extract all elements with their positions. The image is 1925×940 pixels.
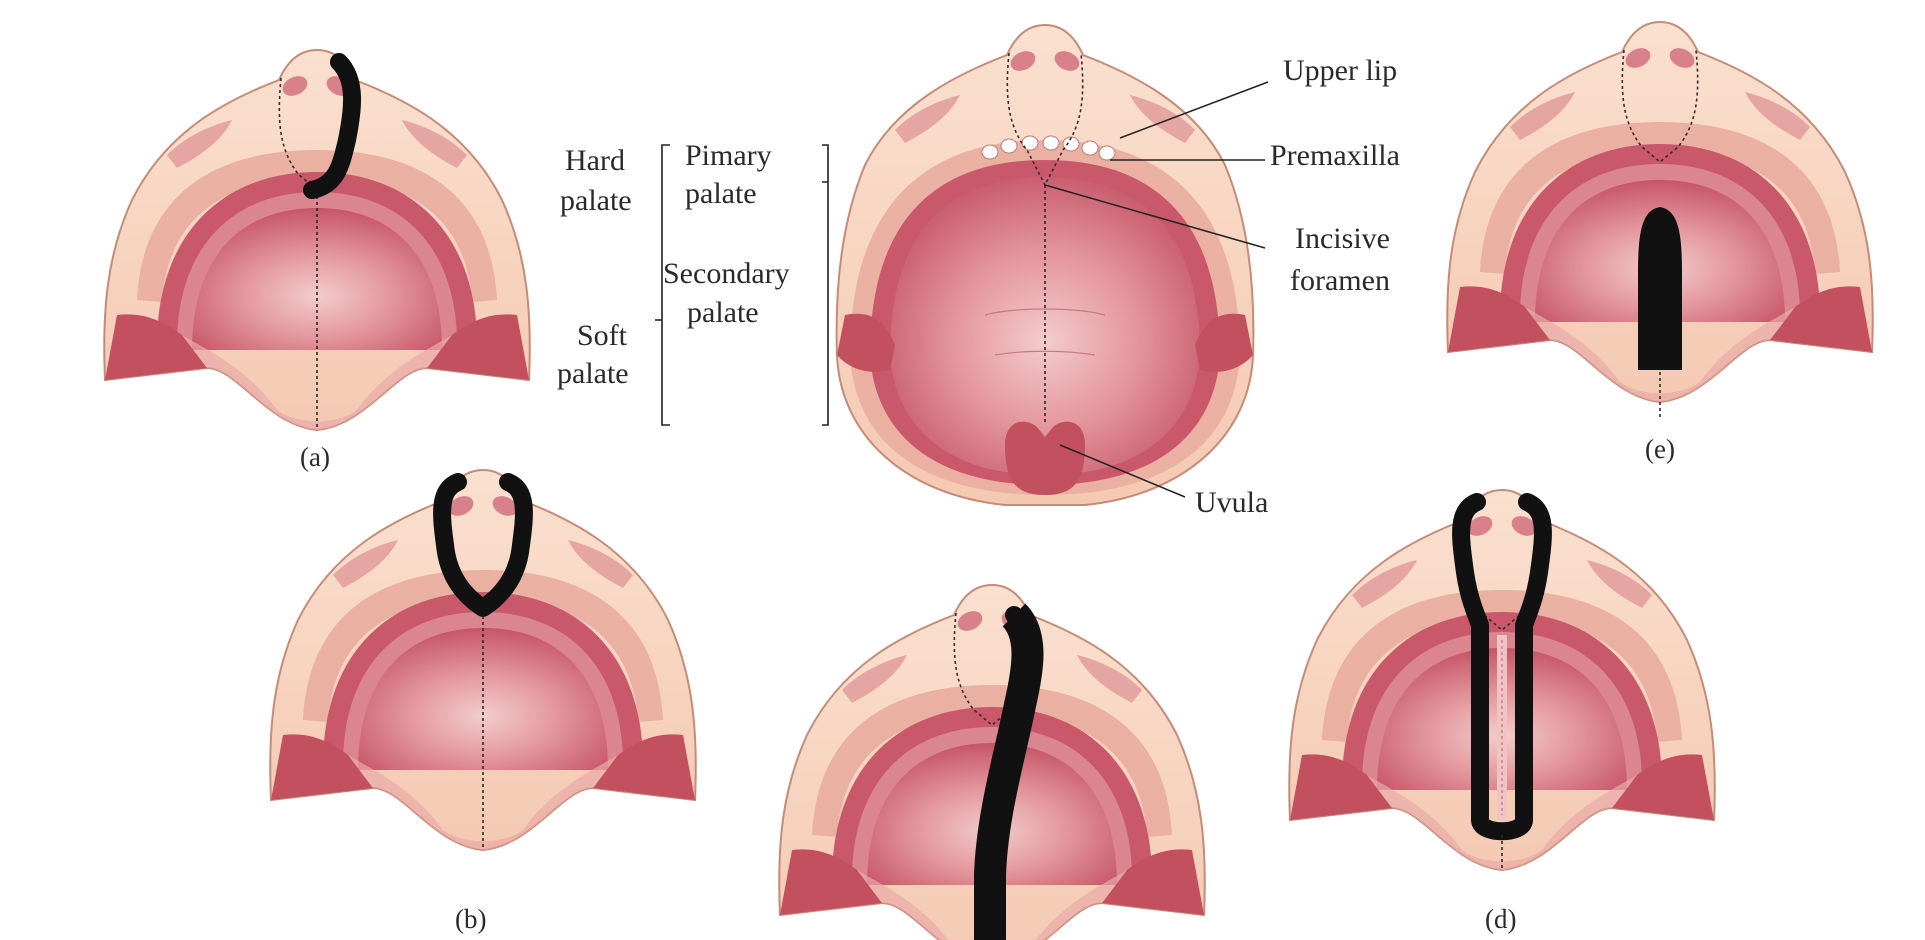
panel-b xyxy=(270,470,696,850)
label-incisive-foramen-1: Incisive xyxy=(1295,222,1390,255)
label-upper-lip: Upper lip xyxy=(1283,54,1397,87)
cleft-mark xyxy=(1638,207,1682,370)
panel-e xyxy=(1447,22,1873,417)
caption-d: (d) xyxy=(1485,904,1516,934)
label-secondary-palate-2: palate xyxy=(687,296,759,329)
label-hard-palate-2: palate xyxy=(560,184,632,217)
label-soft-palate-2: palate xyxy=(557,357,629,390)
caption-a: (a) xyxy=(300,442,330,472)
label-hard-palate-1: Hard xyxy=(565,144,625,177)
panel-a xyxy=(104,50,530,430)
label-uvula: Uvula xyxy=(1195,486,1268,519)
label-incisive-foramen-2: foramen xyxy=(1290,264,1390,297)
panel-c xyxy=(779,585,1205,940)
label-soft-palate-1: Soft xyxy=(577,319,628,352)
caption-b: (b) xyxy=(455,904,486,934)
label-primary-palate-1: Pimary xyxy=(685,139,772,172)
label-primary-palate-2: palate xyxy=(685,177,757,210)
caption-e: (e) xyxy=(1645,434,1675,464)
reference-panel xyxy=(837,25,1254,505)
label-premaxilla: Premaxilla xyxy=(1270,139,1400,172)
label-secondary-palate-1: Secondary xyxy=(663,257,790,290)
panel-d xyxy=(1289,490,1715,870)
